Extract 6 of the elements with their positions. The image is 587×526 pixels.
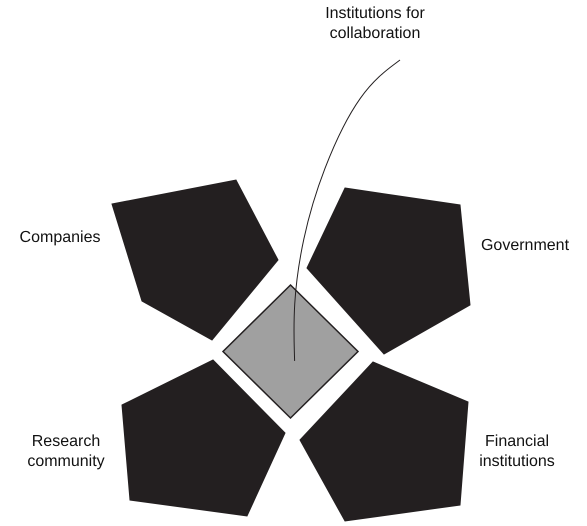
node-label: Companies	[18, 228, 102, 248]
node-label: Financial institutions	[478, 432, 556, 472]
node-label: Institutions for collaboration	[324, 4, 426, 44]
leader-line	[294, 60, 400, 362]
node-label: Government	[480, 236, 570, 256]
node-label: Research community	[26, 432, 106, 472]
